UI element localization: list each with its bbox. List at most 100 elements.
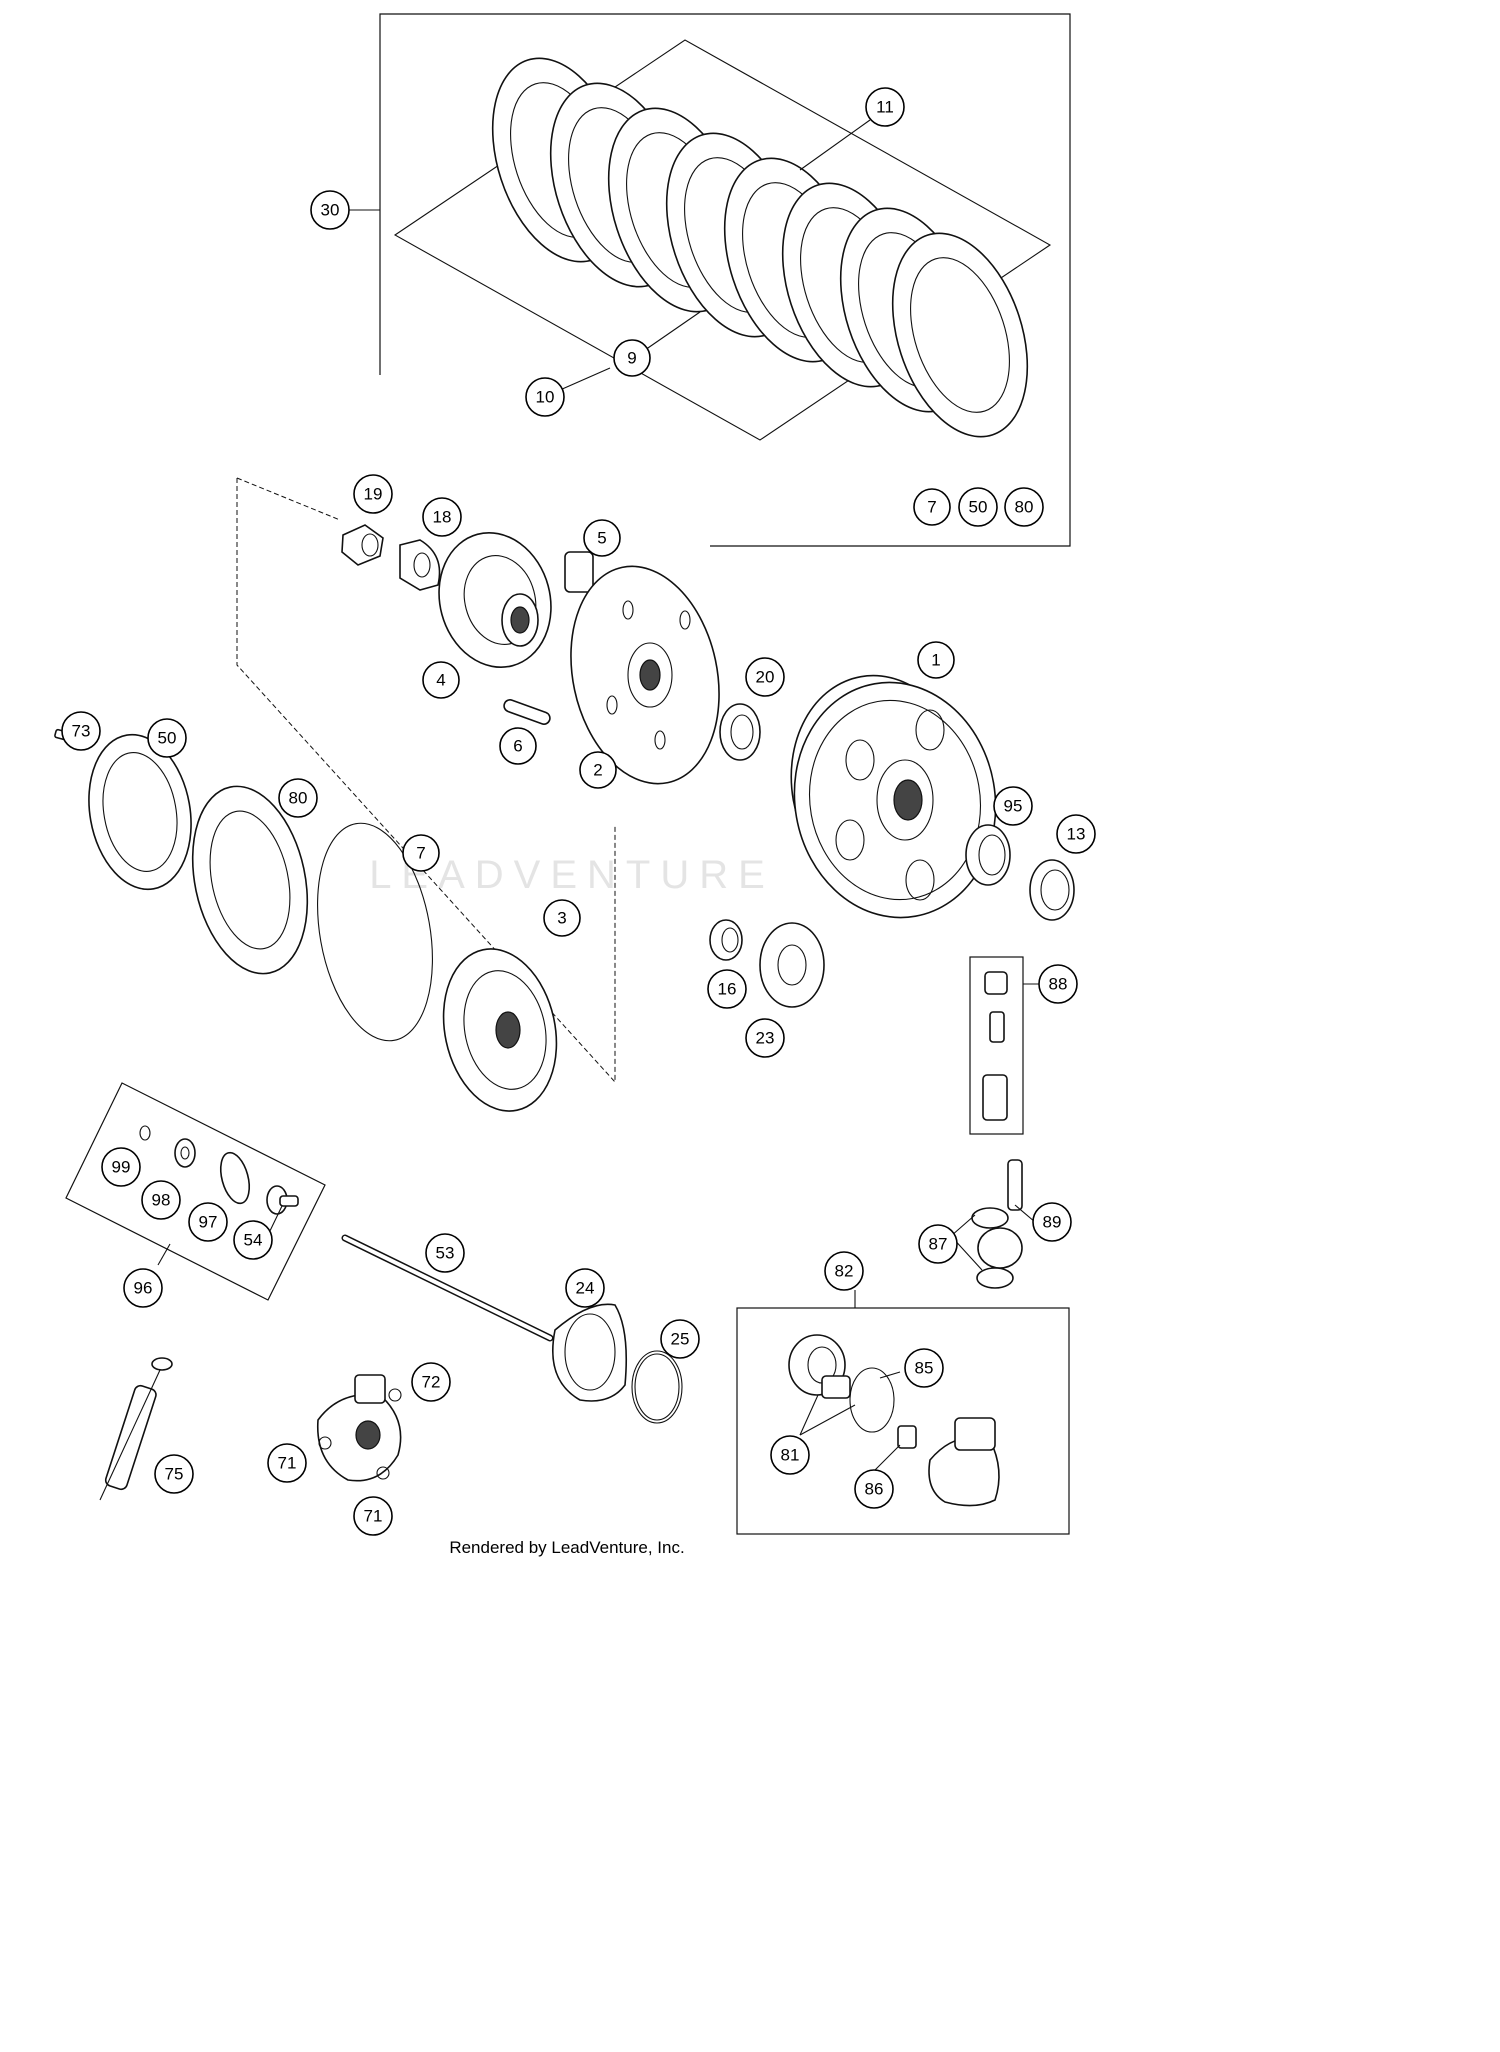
svg-text:72: 72	[422, 1373, 441, 1392]
clutch-inner-hub	[438, 531, 552, 669]
svg-text:30: 30	[321, 201, 340, 220]
svg-text:7: 7	[927, 498, 936, 517]
slave-cylinder-group-frame	[736, 1307, 1070, 1535]
svg-text:96: 96	[134, 1279, 153, 1298]
svg-text:50: 50	[158, 729, 177, 748]
callout-99: 99	[101, 1147, 141, 1187]
slave-housing	[928, 1417, 1000, 1507]
push-rod	[341, 1234, 554, 1342]
clutch-plate-kit-frame	[379, 13, 1071, 547]
callout-75: 75	[154, 1454, 194, 1494]
pressure-cap	[442, 948, 558, 1112]
bleeder-kit-frame	[969, 956, 1024, 1135]
svg-text:71: 71	[278, 1454, 297, 1473]
callout-50: 50	[147, 718, 187, 758]
callout-87: 87	[918, 1224, 958, 1264]
callout-5: 5	[583, 519, 621, 557]
svg-text:9: 9	[627, 349, 636, 368]
dowel-pin	[503, 699, 551, 725]
svg-text:89: 89	[1043, 1213, 1062, 1232]
callout-24: 24	[565, 1268, 605, 1308]
callout-7: 7	[402, 834, 440, 872]
slave-cylinder	[316, 1374, 402, 1482]
svg-text:80: 80	[1015, 498, 1034, 517]
svg-text:98: 98	[152, 1191, 171, 1210]
piston-o-ring	[849, 1367, 895, 1433]
svg-text:73: 73	[72, 722, 91, 741]
callout-97: 97	[188, 1202, 228, 1242]
svg-text:10: 10	[536, 388, 555, 407]
callout-86: 86	[854, 1469, 894, 1509]
svg-text:81: 81	[781, 1446, 800, 1465]
bleeder-kit-parts	[982, 971, 1008, 1121]
svg-text:19: 19	[364, 485, 383, 504]
grease-syringe	[99, 1357, 173, 1501]
callout-25: 25	[660, 1319, 700, 1359]
svg-text:3: 3	[557, 909, 566, 928]
callout-20: 20	[745, 657, 785, 697]
callout-30: 30	[310, 190, 350, 230]
bearing-kit-parts	[139, 1125, 299, 1215]
svg-text:13: 13	[1067, 825, 1086, 844]
callout-3: 3	[543, 899, 581, 937]
diaphragm-spring	[88, 733, 192, 891]
kit-content-50: 50	[958, 487, 998, 527]
svg-text:11: 11	[876, 98, 894, 117]
svg-text:80: 80	[289, 789, 308, 808]
callout-54: 54	[233, 1220, 273, 1260]
svg-text:99: 99	[112, 1158, 131, 1177]
callout-6: 6	[499, 727, 537, 765]
callout-9: 9	[613, 339, 651, 377]
kit-content-80: 80	[1004, 487, 1044, 527]
thrust-washer	[719, 703, 761, 761]
callout-71: 71	[267, 1443, 307, 1483]
svg-text:53: 53	[436, 1244, 455, 1263]
bearing-kit-frame	[65, 1082, 326, 1301]
callout-89: 89	[1032, 1202, 1072, 1242]
svg-text:23: 23	[756, 1029, 775, 1048]
wire-ring	[317, 822, 433, 1042]
hub-group-dash-top	[236, 477, 341, 521]
svg-text:7: 7	[416, 844, 425, 863]
callout-11: 11	[865, 87, 905, 127]
gasket	[552, 1303, 627, 1402]
callout-95: 95	[993, 786, 1033, 826]
callout-80: 80	[278, 778, 318, 818]
svg-text:25: 25	[671, 1330, 690, 1349]
callout-85: 85	[904, 1348, 944, 1388]
callout-82: 82	[824, 1251, 864, 1291]
svg-text:1: 1	[931, 651, 940, 670]
svg-text:5: 5	[597, 529, 606, 548]
svg-text:71: 71	[364, 1507, 383, 1526]
callout-81: 81	[770, 1435, 810, 1475]
svg-text:82: 82	[835, 1262, 854, 1281]
clutch-hub-group-frame	[236, 478, 616, 1084]
damper-rubber	[564, 551, 594, 593]
lock-washer	[399, 539, 441, 591]
svg-text:85: 85	[915, 1359, 934, 1378]
svg-text:16: 16	[718, 980, 737, 999]
piston-spring	[897, 1425, 917, 1449]
callout-2: 2	[579, 751, 617, 789]
svg-text:2: 2	[593, 761, 602, 780]
kit-content-7: 7	[913, 488, 951, 526]
o-ring	[631, 1350, 683, 1424]
svg-text:50: 50	[969, 498, 988, 517]
callout-88: 88	[1038, 964, 1078, 1004]
primary-gear	[759, 922, 825, 1008]
callout-73: 73	[61, 711, 101, 751]
hub-nut	[341, 524, 384, 566]
svg-text:75: 75	[165, 1465, 184, 1484]
callout-10: 10	[525, 377, 565, 417]
svg-text:86: 86	[865, 1480, 884, 1499]
svg-text:95: 95	[1004, 797, 1023, 816]
svg-text:20: 20	[756, 668, 775, 687]
callout-96: 96	[123, 1268, 163, 1308]
callout-4: 4	[422, 661, 460, 699]
clutch-plate-stack	[330, 39, 1052, 441]
banjo-fitting	[971, 1159, 1023, 1289]
callout-1: 1	[917, 641, 955, 679]
callout-98: 98	[141, 1180, 181, 1220]
callout-13: 13	[1056, 814, 1096, 854]
svg-text:18: 18	[433, 508, 452, 527]
